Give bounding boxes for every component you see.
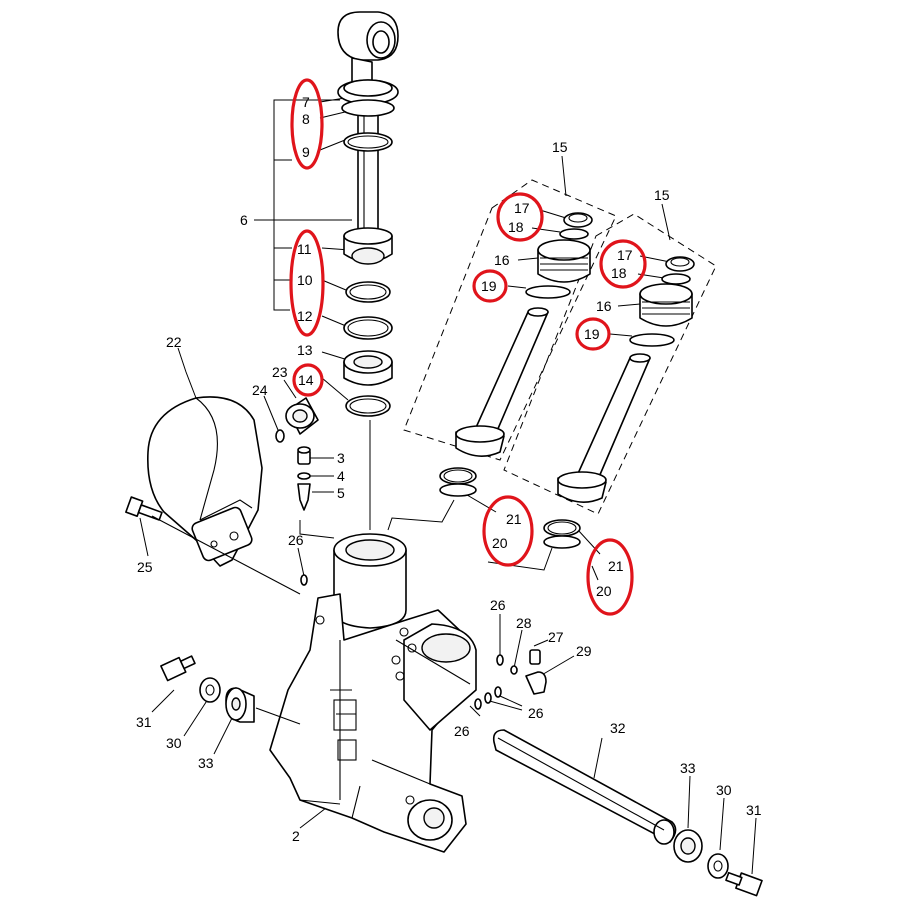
label-3: 3 <box>337 450 345 466</box>
label-18-left: 18 <box>508 219 524 235</box>
label-33-left: 33 <box>198 755 214 771</box>
highlight-17-18-right <box>599 239 647 289</box>
highlight-marks <box>289 78 647 616</box>
highlight-19-right <box>575 317 611 351</box>
label-10: 10 <box>297 272 313 288</box>
highlight-10-11-12 <box>289 229 325 337</box>
label-25: 25 <box>137 559 153 575</box>
label-15-left: 15 <box>552 139 568 155</box>
label-23: 23 <box>272 364 288 380</box>
label-19-right: 19 <box>584 326 600 342</box>
piston-rod-6 <box>337 11 399 417</box>
label-21-right: 21 <box>608 558 624 574</box>
label-5: 5 <box>337 485 345 501</box>
leader-lines <box>139 97 757 875</box>
assembly-15-boxes <box>403 179 717 515</box>
label-15-right: 15 <box>654 187 670 203</box>
cover-22 <box>147 396 263 567</box>
label-20-left: 20 <box>492 535 508 551</box>
highlight-7-8-9 <box>290 78 324 170</box>
label-26-b: 26 <box>490 597 506 613</box>
part-labels: 2 3 4 5 6 7 8 9 10 11 12 13 14 15 15 16 … <box>136 94 762 844</box>
label-26-a: 26 <box>288 532 304 548</box>
highlight-20-21-left <box>482 495 534 567</box>
main-housing-2 <box>269 533 477 853</box>
label-9: 9 <box>302 144 310 160</box>
label-26-d: 26 <box>454 723 470 739</box>
label-31-right: 31 <box>746 802 762 818</box>
label-18-right: 18 <box>611 265 627 281</box>
label-20-right: 20 <box>596 583 612 599</box>
label-22: 22 <box>166 334 182 350</box>
label-17-left: 17 <box>514 200 530 216</box>
label-13: 13 <box>297 342 313 358</box>
label-31-left: 31 <box>136 714 152 730</box>
label-28: 28 <box>516 615 532 631</box>
highlight-19-left <box>472 269 508 303</box>
label-6: 6 <box>240 212 248 228</box>
label-14: 14 <box>298 372 314 388</box>
label-29: 29 <box>576 643 592 659</box>
label-30-left: 30 <box>166 735 182 751</box>
tilt-cylinder-left <box>439 212 593 497</box>
highlight-17-18-left <box>496 192 544 242</box>
label-33-right: 33 <box>680 760 696 776</box>
label-11: 11 <box>297 241 312 257</box>
label-17-right: 17 <box>617 247 633 263</box>
label-4: 4 <box>337 468 345 484</box>
label-24: 24 <box>252 382 268 398</box>
label-27: 27 <box>548 629 564 645</box>
highlight-14 <box>292 363 324 397</box>
tilt-cylinder-right <box>543 256 695 549</box>
label-8: 8 <box>302 111 310 127</box>
label-19-left: 19 <box>481 278 497 294</box>
label-30-right: 30 <box>716 782 732 798</box>
small-parts <box>125 397 763 897</box>
highlight-20-21-right <box>586 538 634 616</box>
label-21-left: 21 <box>506 511 522 527</box>
label-12: 12 <box>297 308 313 324</box>
label-2: 2 <box>292 828 300 844</box>
label-32: 32 <box>610 720 626 736</box>
label-26-c: 26 <box>528 705 544 721</box>
label-16-left: 16 <box>494 252 510 268</box>
label-7: 7 <box>302 94 310 110</box>
label-16-right: 16 <box>596 298 612 314</box>
